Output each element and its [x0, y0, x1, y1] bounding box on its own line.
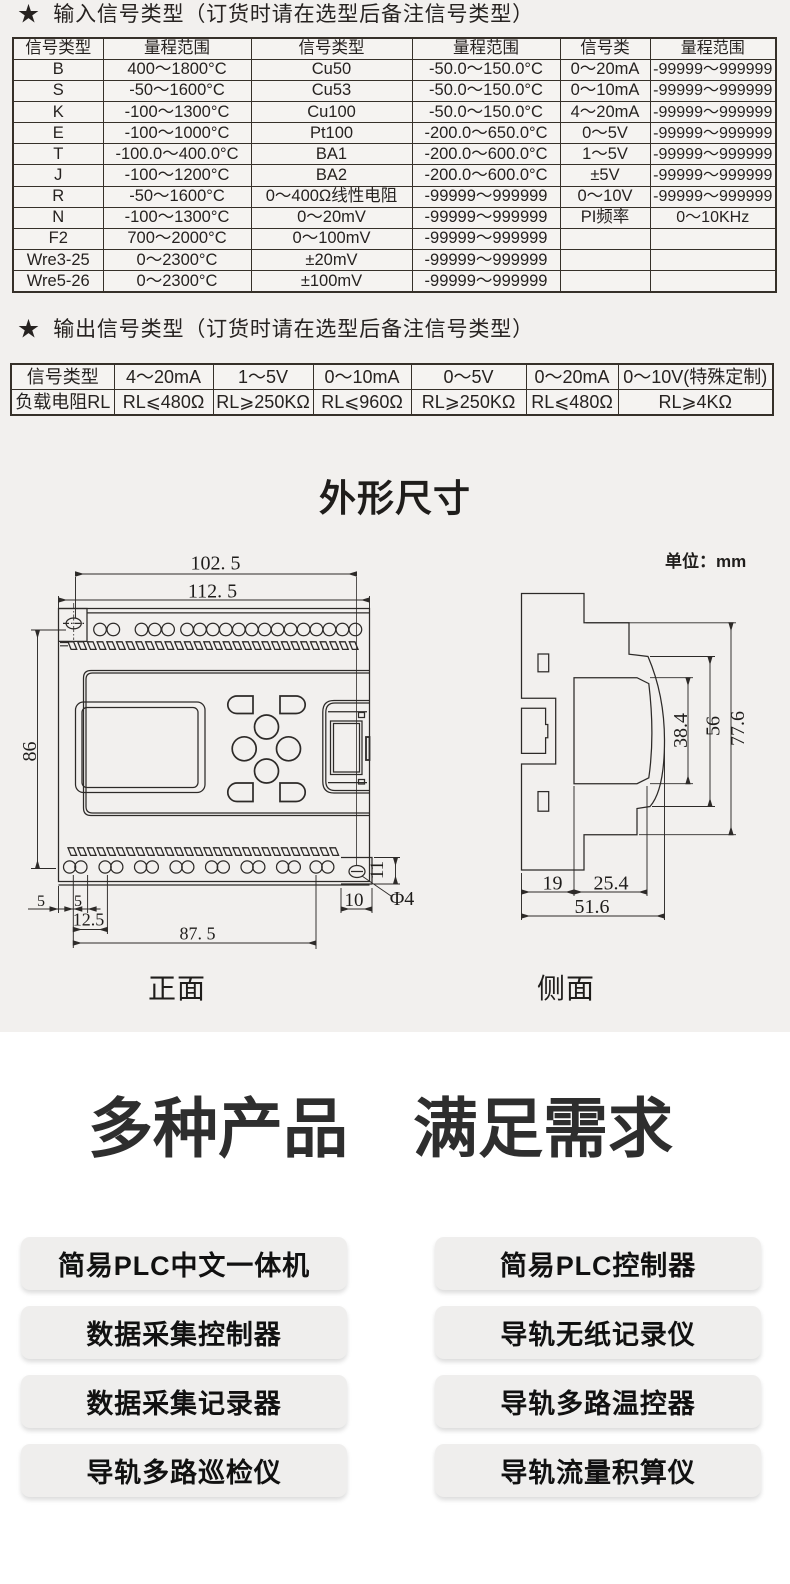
- svg-text:112. 5: 112. 5: [188, 581, 237, 603]
- svg-text:25.4: 25.4: [594, 873, 629, 895]
- svg-text:5: 5: [74, 893, 82, 910]
- svg-text:Φ4: Φ4: [390, 888, 415, 910]
- svg-text:77.6: 77.6: [727, 711, 749, 746]
- svg-text:12.5: 12.5: [73, 910, 105, 930]
- svg-text:10: 10: [345, 890, 364, 911]
- svg-text:38.4: 38.4: [670, 713, 692, 748]
- svg-text:5: 5: [37, 893, 45, 910]
- svg-text:56: 56: [703, 716, 725, 736]
- svg-text:86: 86: [19, 742, 41, 762]
- svg-text:51.6: 51.6: [575, 896, 610, 918]
- svg-text:11: 11: [367, 861, 388, 879]
- svg-text:102. 5: 102. 5: [191, 553, 241, 575]
- svg-text:19: 19: [543, 873, 563, 895]
- svg-text:87. 5: 87. 5: [180, 924, 216, 944]
